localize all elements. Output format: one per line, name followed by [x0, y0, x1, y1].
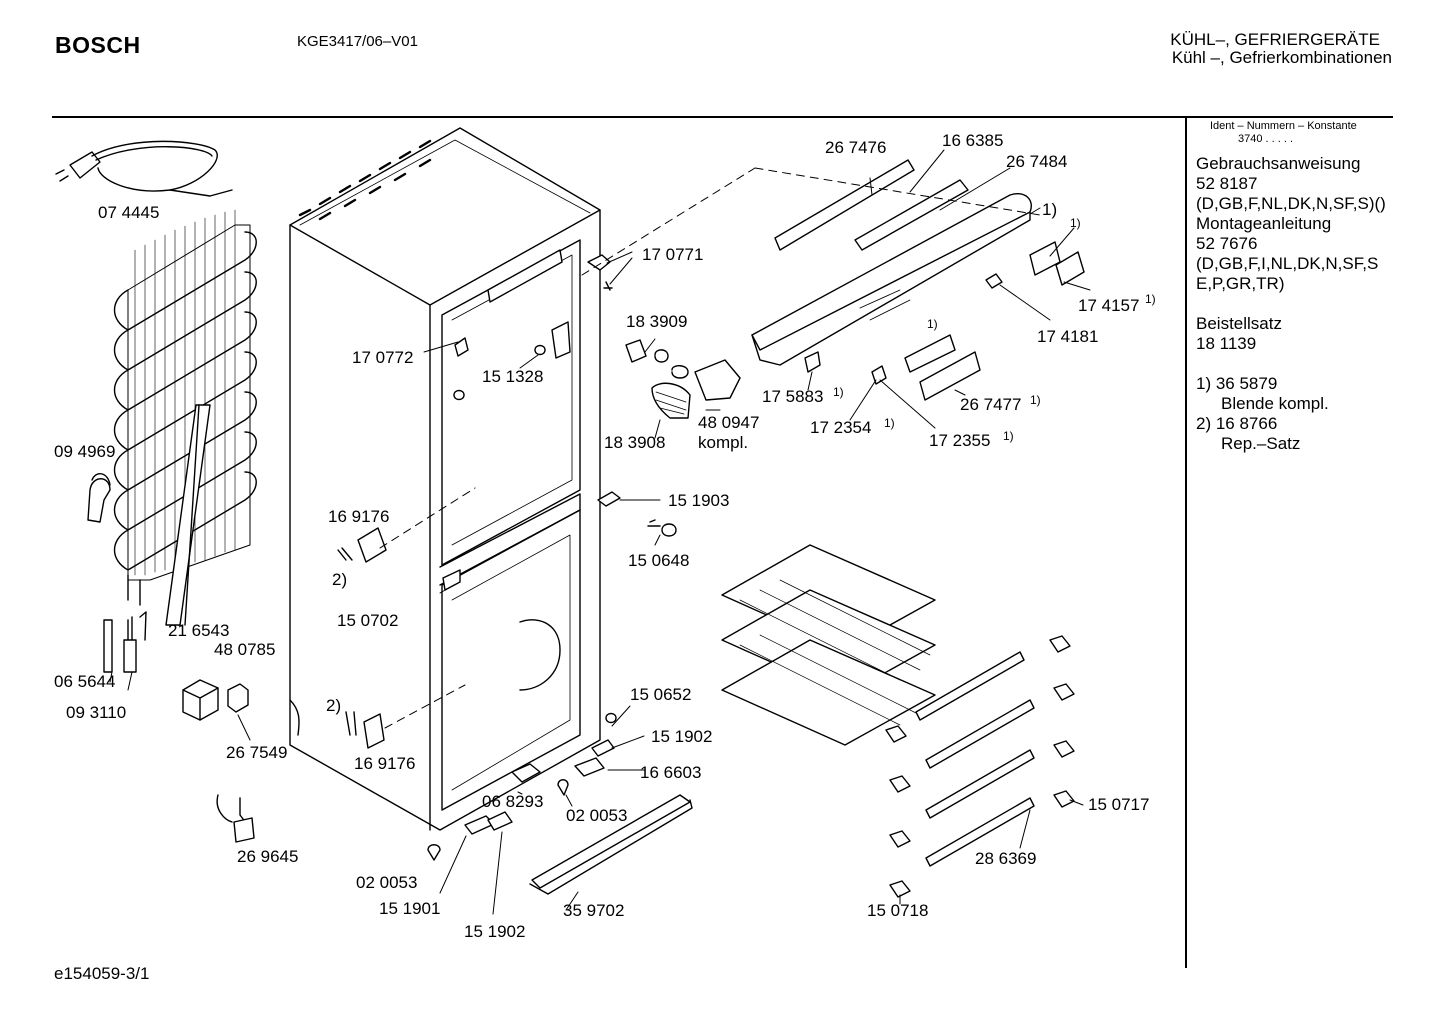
footnote-marker: 1) — [1070, 216, 1081, 230]
part-label: 09 3110 — [66, 703, 126, 722]
mounting-languages-1: (D,GB,F,I,NL,DK,N,SF,S — [1196, 254, 1379, 273]
model-number: KGE3417/06–V01 — [297, 33, 418, 50]
part-label: 28 6369 — [975, 849, 1036, 868]
part-label: 15 1328 — [482, 367, 543, 386]
part-label: 02 0053 — [566, 806, 627, 825]
footnote-marker: 1) — [927, 317, 938, 331]
part-label: 15 1903 — [668, 491, 729, 510]
footnote-2-desc: Rep.–Satz — [1221, 434, 1301, 453]
manual-label: Gebrauchsanweisung — [1196, 154, 1361, 173]
part-label: 48 0785 — [214, 640, 275, 659]
drawing-id: e154059-3/1 — [54, 964, 150, 983]
part-label: 21 6543 — [168, 621, 229, 640]
part-label: 15 1902 — [651, 727, 712, 746]
brand-logo: BOSCH — [55, 32, 141, 58]
part-label: 17 5883 — [762, 387, 823, 406]
part-label: 15 0702 — [337, 611, 398, 630]
accessory-label: Beistellsatz — [1196, 314, 1282, 333]
footnote-marker: 1) — [1145, 292, 1156, 306]
footnote-1-desc: Blende kompl. — [1221, 394, 1329, 413]
relay-box-drawing — [182, 679, 249, 721]
part-label: 09 4969 — [54, 442, 115, 461]
shelf-supports-drawing — [885, 635, 1075, 898]
part-label: 06 8293 — [482, 792, 543, 811]
part-label: 15 0717 — [1088, 795, 1149, 814]
part-label: 15 1901 — [379, 899, 440, 918]
part-label: 16 9176 — [354, 754, 415, 773]
footnote-marker: 1) — [1003, 429, 1014, 443]
footnote-marker: 2) — [332, 570, 347, 589]
sensor-cables-drawing — [103, 611, 147, 673]
part-label: 26 7477 — [960, 395, 1021, 414]
footnote-marker: 1) — [833, 385, 844, 399]
part-label: 02 0053 — [356, 873, 417, 892]
mounting-number: 52 7676 — [1196, 234, 1258, 253]
accessory-number: 18 1139 — [1196, 334, 1257, 353]
part-label: 07 4445 — [98, 203, 159, 222]
part-label: 17 2355 — [929, 431, 990, 450]
footnote-marker: 1) — [884, 416, 895, 430]
part-label: 26 9645 — [237, 847, 298, 866]
part-label: 17 4181 — [1037, 327, 1098, 346]
part-label: 17 0771 — [642, 245, 703, 264]
part-label: 26 7476 — [825, 138, 886, 157]
manual-languages: (D,GB,F,NL,DK,N,SF,S)() — [1196, 194, 1386, 213]
part-label: 17 0772 — [352, 348, 413, 367]
part-label: 18 3909 — [626, 312, 687, 331]
part-labels: 07 4445 09 4969 21 6543 06 5644 09 3110 … — [54, 131, 1156, 941]
header-divider — [52, 116, 1393, 118]
part-label: 35 9702 — [563, 901, 624, 920]
drain-hose-drawing — [87, 473, 111, 523]
lamp-assembly-drawing — [625, 339, 741, 419]
ident-heading: Ident – Nummern – Konstante — [1210, 120, 1357, 132]
fan-guard-drawing — [337, 527, 387, 749]
part-label: 26 7549 — [226, 743, 287, 762]
ident-value: 3740 . . . . . — [1238, 133, 1294, 145]
part-label: 17 2354 — [810, 418, 871, 437]
power-cord-drawing — [55, 140, 233, 197]
thermostat-drawing — [216, 794, 255, 843]
footnote-marker: 1) — [1030, 393, 1041, 407]
footnote-1: 1) 36 5879 — [1196, 374, 1278, 393]
part-label: kompl. — [698, 433, 748, 452]
leader-lines — [109, 149, 1091, 915]
part-label: 16 6385 — [942, 131, 1003, 150]
part-label: 15 1902 — [464, 922, 525, 941]
cabinet-drawing — [289, 127, 601, 831]
sidebar-divider — [1185, 116, 1187, 968]
part-label: 26 7484 — [1006, 152, 1067, 171]
footnote-marker: 1) — [1042, 200, 1057, 219]
category-title: KÜHL–, GEFRIERGERÄTE — [1170, 30, 1380, 49]
part-label: 16 6603 — [640, 763, 701, 782]
part-label: 16 9176 — [328, 507, 389, 526]
condenser-coil-drawing — [113, 209, 257, 626]
part-label: 15 0652 — [630, 685, 691, 704]
mounting-label: Montageanleitung — [1196, 214, 1332, 233]
bottom-fittings-drawing — [427, 712, 693, 895]
part-label: 15 0648 — [628, 551, 689, 570]
mounting-languages-2: E,P,GR,TR) — [1196, 274, 1285, 293]
part-label: 18 3908 — [604, 433, 665, 452]
footnote-2: 2) 16 8766 — [1196, 414, 1278, 433]
manual-number: 52 8187 — [1196, 174, 1258, 193]
sidebar-info: Ident – Nummern – Konstante 3740 . . . .… — [1196, 120, 1436, 454]
part-label: 06 5644 — [54, 672, 115, 691]
category-subtitle: Kühl –, Gefrierkombinationen — [1171, 48, 1392, 67]
part-label: 48 0947 — [698, 413, 759, 432]
part-label: 15 0718 — [867, 901, 928, 920]
control-panel-drawing — [581, 159, 1085, 401]
footnote-marker: 2) — [326, 696, 341, 715]
shelves-drawing — [721, 544, 1035, 867]
part-label: 17 4157 — [1078, 296, 1139, 315]
hinge-parts-drawing — [442, 254, 677, 591]
